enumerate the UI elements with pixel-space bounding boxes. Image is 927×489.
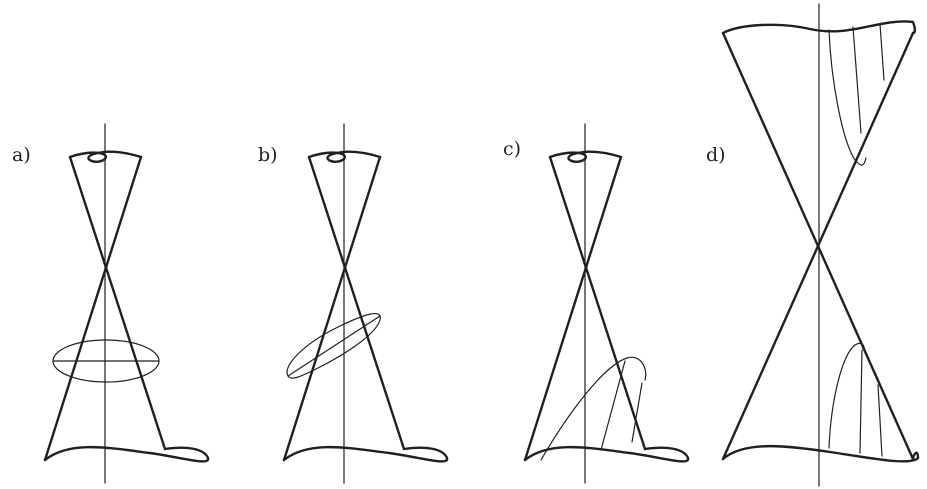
cone-a <box>43 123 210 484</box>
cone-d-top-rim <box>721 20 917 35</box>
panel-label-a: a) <box>12 144 31 166</box>
cone-a-generator-left <box>68 155 167 451</box>
cone-c-top-rim <box>548 150 623 163</box>
section-c-chord-2 <box>631 382 643 443</box>
section-d-lower-branch <box>828 342 866 449</box>
cone-b-top-rim <box>307 150 382 163</box>
cone-d-bottom-rim <box>721 444 920 463</box>
cone-a-top-rim <box>68 150 143 163</box>
panel-label-b: b) <box>258 144 278 166</box>
section-c-parabola <box>540 356 647 461</box>
section-d-upper-branch <box>828 29 867 166</box>
section-d-upper-chord-1 <box>852 26 862 134</box>
cone-d <box>721 3 920 487</box>
cone-c-generator-left <box>548 155 647 451</box>
cone-b-generator-right <box>282 155 382 462</box>
section-d-upper-chord-2 <box>879 23 885 81</box>
cone-c-bottom-rim <box>523 445 690 463</box>
section-b-ellipse <box>286 312 381 379</box>
section-d-lower-chord-2 <box>877 384 883 457</box>
cone-c-generator-right <box>523 155 623 462</box>
cone-d-generator-right <box>721 31 915 461</box>
panel-label-d: d) <box>706 144 726 166</box>
cone-a-generator-right <box>43 155 143 462</box>
section-d-lower-chord-1 <box>859 349 863 454</box>
cone-c <box>523 123 690 484</box>
section-b-major-axis <box>287 315 381 377</box>
cone-b <box>282 123 449 484</box>
panel-label-c: c) <box>503 138 522 160</box>
cone-a-bottom-rim <box>43 445 210 463</box>
cone-b-bottom-rim <box>282 445 449 463</box>
cone-b-generator-left <box>307 155 406 451</box>
section-c-chord-1 <box>600 360 626 451</box>
